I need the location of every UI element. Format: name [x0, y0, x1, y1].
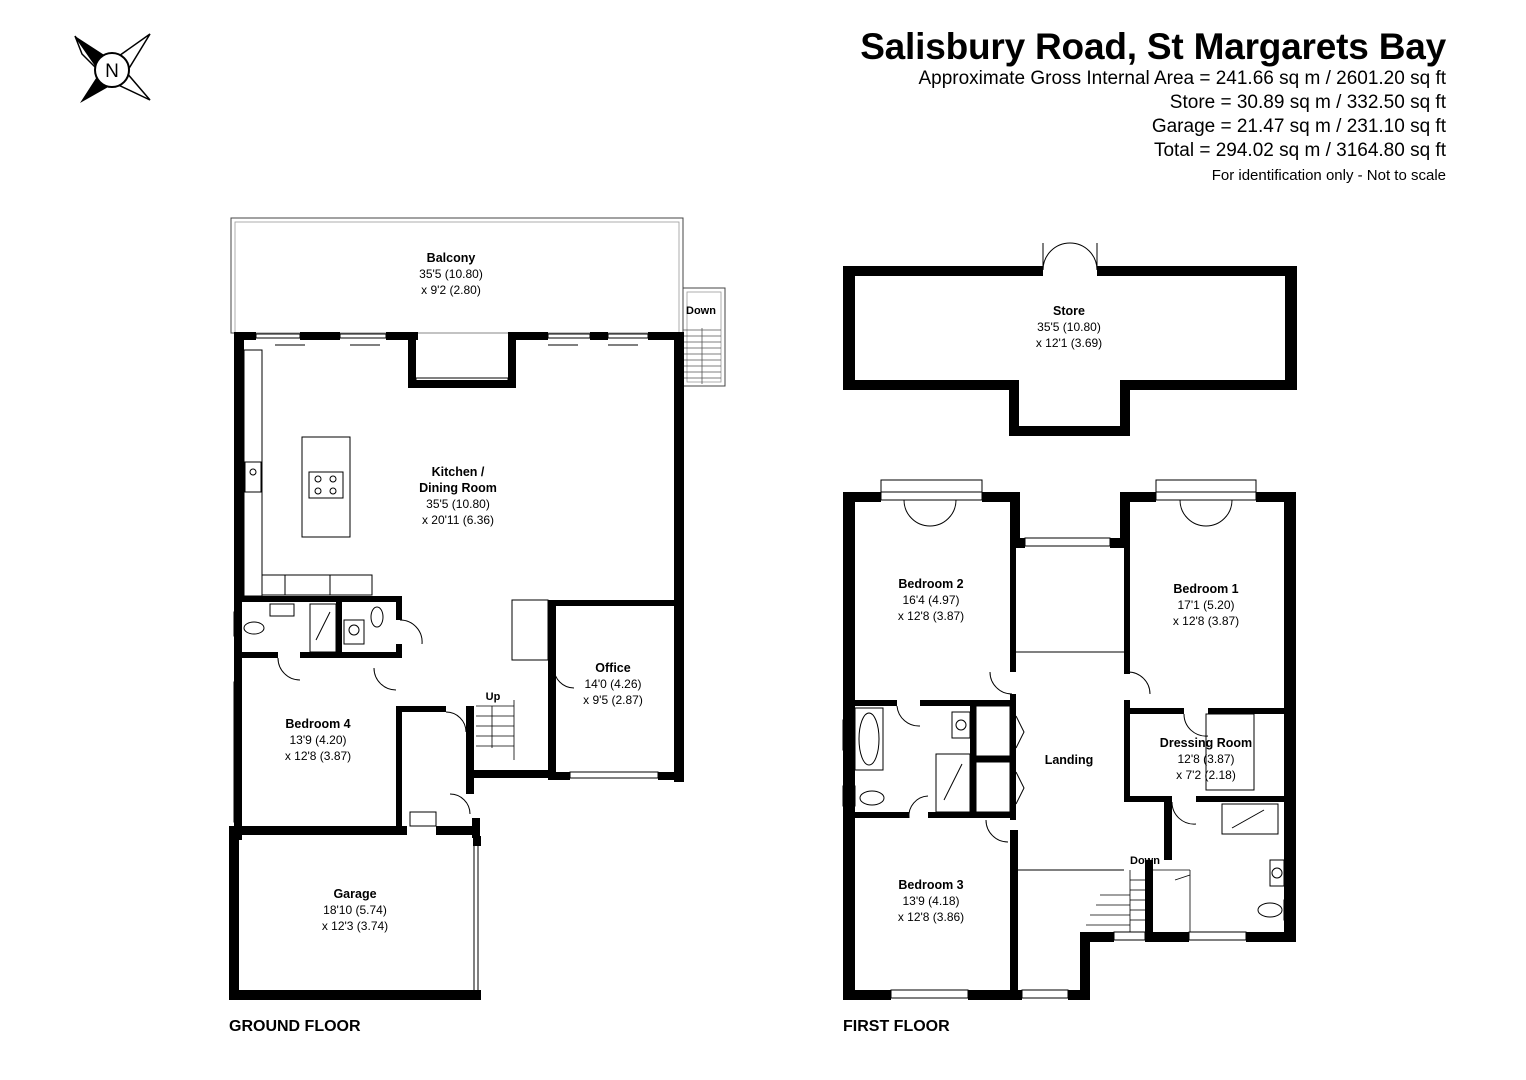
kitchen-name1: Kitchen / [432, 465, 485, 479]
property-title: Salisbury Road, St Margarets Bay [860, 26, 1446, 67]
ground-floor-label: GROUND FLOOR [229, 1018, 361, 1035]
landing-name: Landing [1045, 753, 1094, 767]
ground-floor-fixtures [233, 333, 659, 990]
kitchen-dim1: 35'5 (10.80) [426, 497, 490, 511]
store-dim2: x 12'1 (3.69) [1036, 336, 1102, 350]
balcony-name: Balcony [427, 251, 476, 265]
bedroom2-dim2: x 12'8 (3.87) [898, 609, 964, 623]
balcony-dim2: x 9'2 (2.80) [421, 283, 481, 297]
bedroom4-dim2: x 12'8 (3.87) [285, 749, 351, 763]
office-dim1: 14'0 (4.26) [585, 677, 642, 691]
kitchen-name2: Dining Room [419, 481, 497, 495]
balcony-stairs-down: Down [686, 305, 716, 317]
store-name: Store [1053, 304, 1085, 318]
garage-dim1: 18'10 (5.74) [323, 903, 387, 917]
store-dim1: 35'5 (10.80) [1037, 320, 1101, 334]
garage-dim2: x 12'3 (3.74) [322, 919, 388, 933]
bedroom4-dim1: 13'9 (4.20) [290, 733, 347, 747]
bedroom3-dim2: x 12'8 (3.86) [898, 910, 964, 924]
dressing-room-dim1: 12'8 (3.87) [1178, 752, 1235, 766]
ground-floor-walls [229, 332, 684, 1000]
office-name: Office [595, 661, 630, 675]
bedroom3-dim1: 13'9 (4.18) [903, 894, 960, 908]
garage-name: Garage [333, 887, 376, 901]
dressing-room-name: Dressing Room [1160, 736, 1252, 750]
gross-area-line: Approximate Gross Internal Area = 241.66… [918, 68, 1446, 89]
balcony-outline [230, 217, 726, 387]
kitchen-dim2: x 20'11 (6.36) [422, 513, 494, 527]
store-area-line: Store = 30.89 sq m / 332.50 sq ft [1169, 92, 1446, 113]
compass-north-icon: N [74, 33, 151, 103]
office-dim2: x 9'5 (2.87) [583, 693, 643, 707]
bedroom1-name: Bedroom 1 [1173, 582, 1238, 596]
bedroom1-dim1: 17'1 (5.20) [1178, 598, 1235, 612]
compass-letter: N [105, 61, 119, 82]
bedroom2-name: Bedroom 2 [898, 577, 963, 591]
total-area-line: Total = 294.02 sq m / 3164.80 sq ft [1153, 140, 1446, 161]
dressing-room-dim2: x 7'2 (2.18) [1176, 768, 1236, 782]
disclaimer-text: For identification only - Not to scale [1211, 167, 1446, 184]
first-floor-walls [843, 266, 1297, 1000]
stairs-up-label: Up [486, 691, 501, 703]
first-floor-stairs-down: Down [1130, 855, 1160, 867]
garage-area-line: Garage = 21.47 sq m / 231.10 sq ft [1151, 116, 1446, 137]
first-floor-fixtures [842, 242, 1295, 999]
bedroom1-dim2: x 12'8 (3.87) [1173, 614, 1239, 628]
balcony-dim1: 35'5 (10.80) [419, 267, 483, 281]
bedroom3-name: Bedroom 3 [898, 878, 963, 892]
first-floor-label: FIRST FLOOR [843, 1018, 950, 1035]
bedroom2-dim1: 16'4 (4.97) [903, 593, 960, 607]
bedroom4-name: Bedroom 4 [285, 717, 350, 731]
